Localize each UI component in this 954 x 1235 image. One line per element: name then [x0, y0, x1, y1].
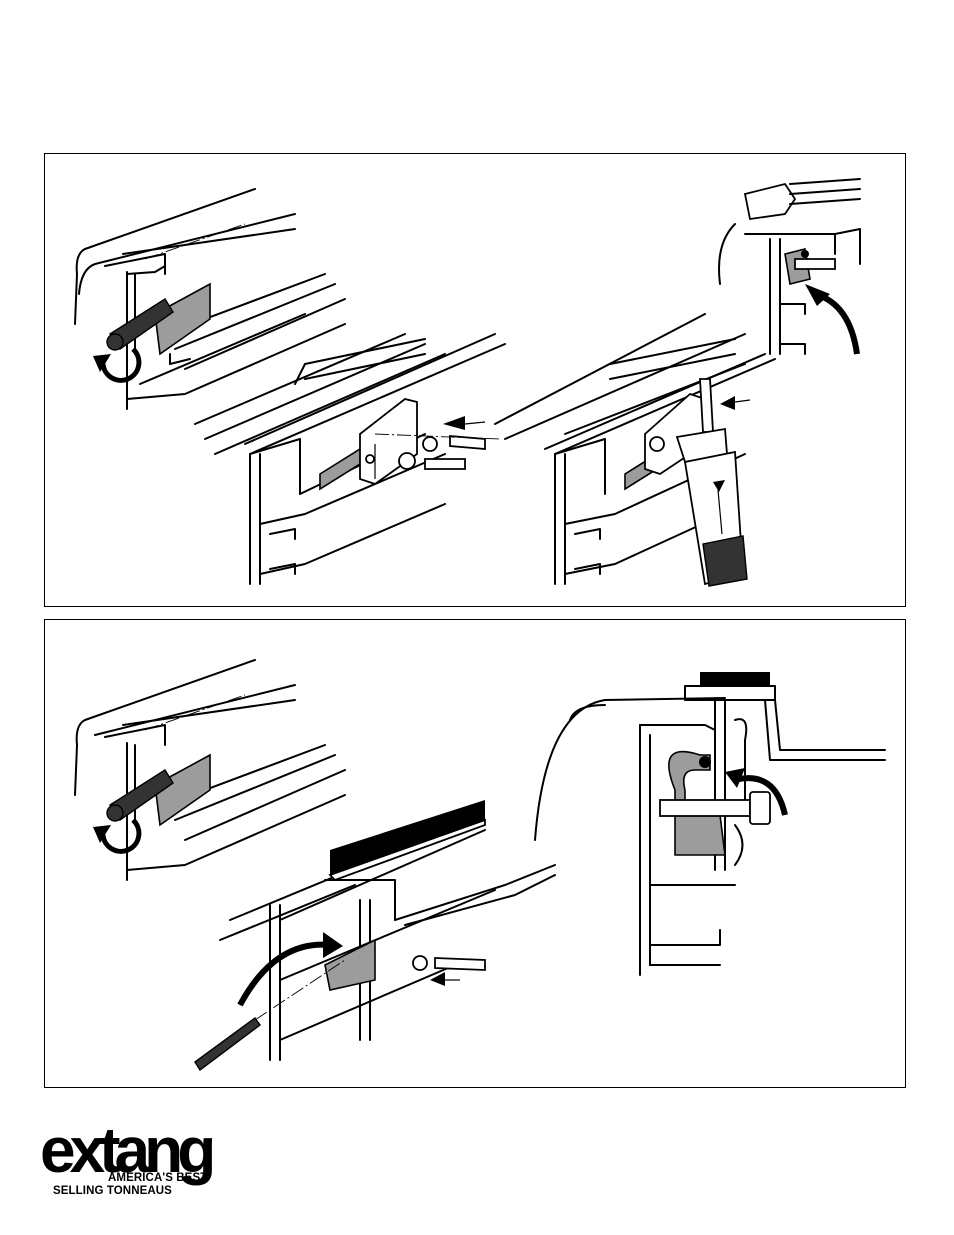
install-illustration-top — [45, 154, 907, 608]
logo-tagline-line2: SELLING TONNEAUS — [53, 1186, 172, 1198]
logo-tagline-line1: AMERICA'S BEST — [108, 1173, 207, 1185]
clamp-inset-top-right — [719, 179, 860, 354]
bracket-detail-right — [495, 314, 775, 586]
seal-detail-middle — [195, 800, 555, 1070]
instruction-panel-top — [44, 153, 906, 607]
install-illustration-bottom — [45, 620, 907, 1089]
clamp-cross-section-right — [535, 672, 885, 975]
instruction-panel-bottom — [44, 619, 906, 1088]
rail-detail-left-bottom — [75, 660, 345, 880]
bracket-detail-middle — [195, 334, 505, 584]
